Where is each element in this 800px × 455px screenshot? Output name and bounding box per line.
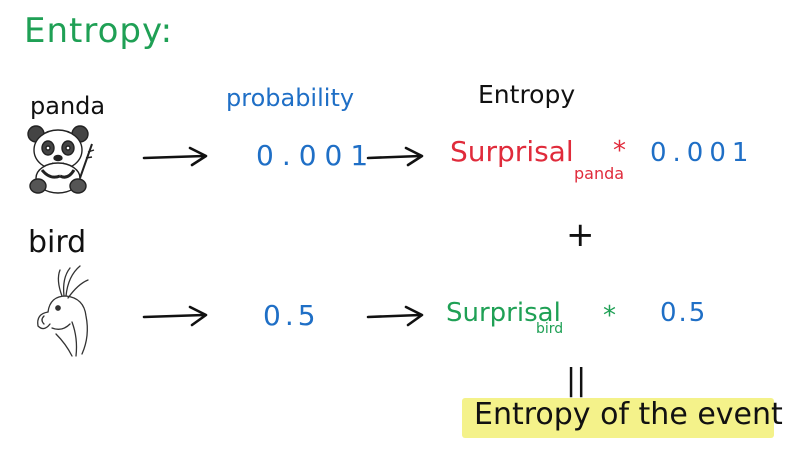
panda-icon (27, 125, 95, 194)
bird-label: bird (28, 225, 87, 260)
panda-subscript: panda (574, 164, 625, 183)
entropy-header: Entropy (478, 80, 576, 109)
result-highlight (462, 398, 774, 438)
panda-probability: 0.001 (256, 139, 377, 172)
bird-value: 0.5 (660, 298, 708, 328)
plus-sign: + (566, 215, 595, 255)
bird-surprisal: Surprisal (446, 298, 561, 328)
bird-probability: 0.5 (263, 299, 320, 332)
bird-arrow-1 (142, 305, 208, 327)
panda-value: 0.001 (650, 138, 755, 168)
result-text: Entropy of the event (474, 397, 783, 432)
panda-label: panda (30, 92, 106, 120)
page-title: Entropy: (24, 11, 174, 51)
bird-subscript: bird (536, 321, 564, 337)
equals-sign: || (566, 363, 587, 398)
probability-header: probability (226, 84, 355, 112)
bird-arrow-2 (366, 305, 424, 327)
panda-arrow-2 (366, 146, 424, 167)
bird-icon (37, 265, 89, 357)
panda-arrow-1 (142, 146, 208, 167)
panda-multiply: * (613, 136, 626, 166)
panda-surprisal: Surprisal (450, 135, 574, 168)
bird-multiply: * (603, 301, 616, 331)
